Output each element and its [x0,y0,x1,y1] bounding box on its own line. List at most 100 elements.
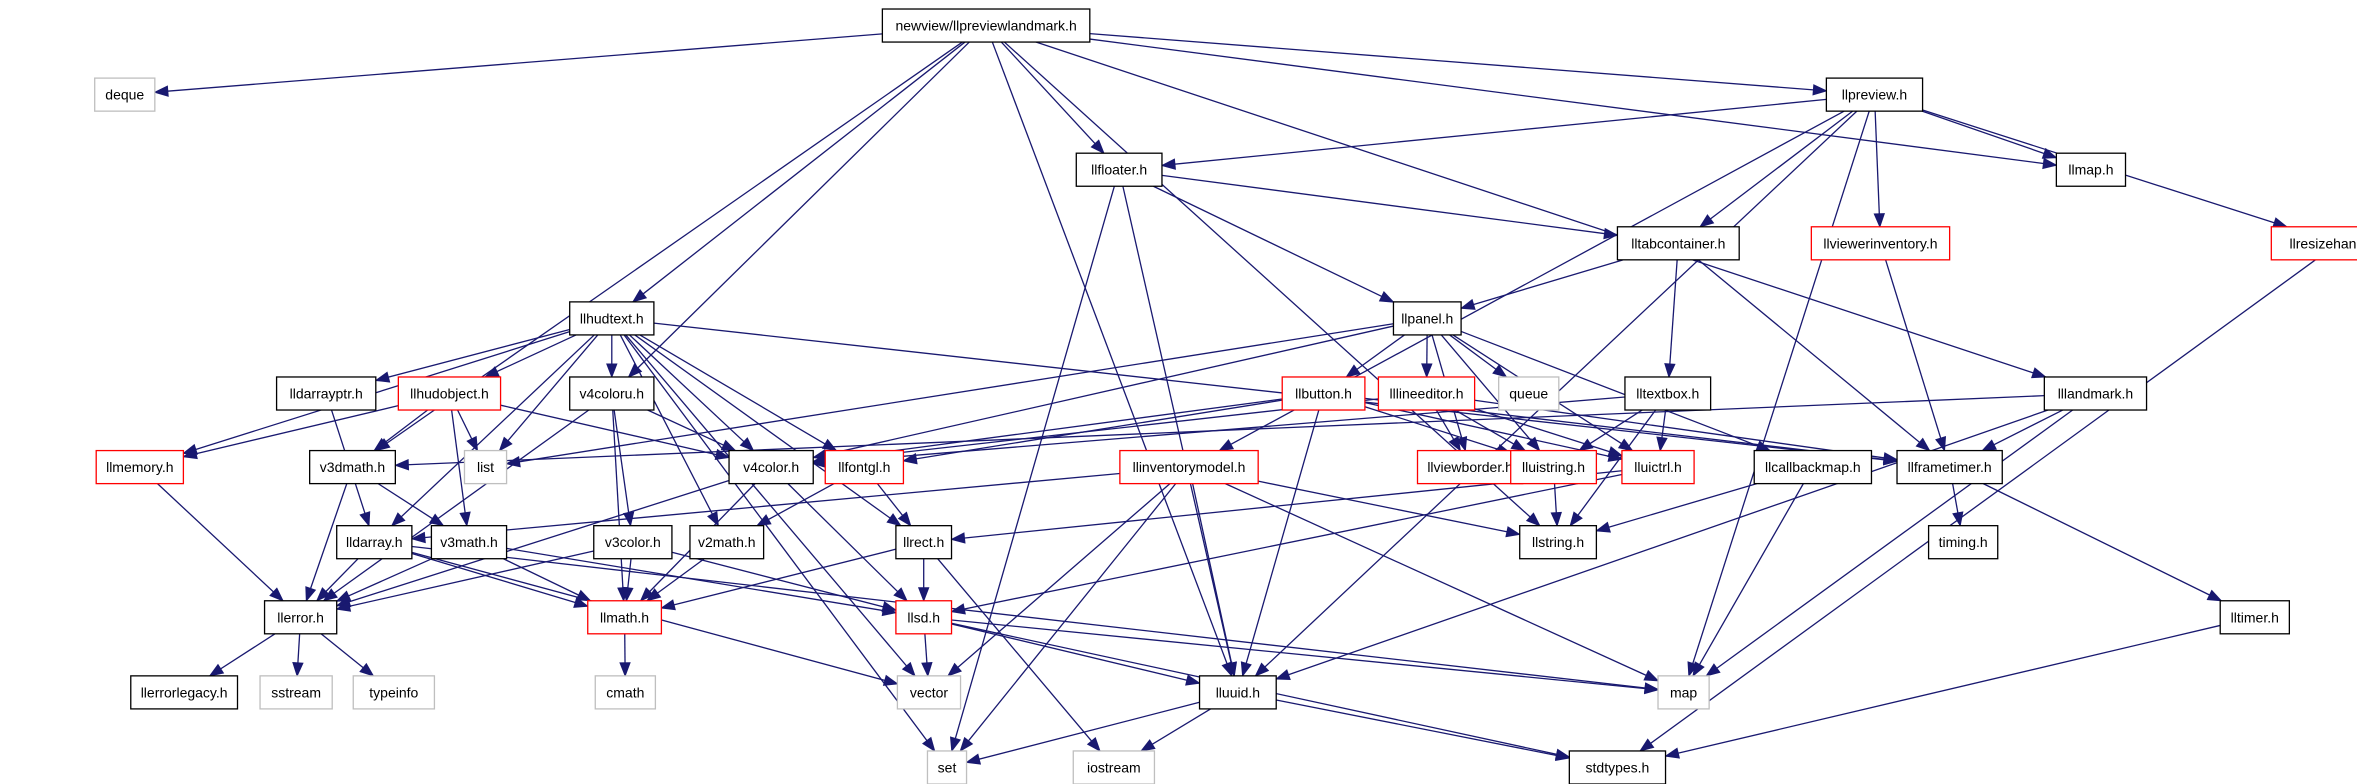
node-box-lltextbox [1624,376,1712,411]
edge-lltabcontainer-to-llframetimer [1697,259,1931,452]
node-label-timing: timing.h [1939,534,1988,550]
edge-llhudtext-to-llfontgl [639,334,837,452]
edge-llrect-to-iostream [937,558,1101,752]
node-box-list [463,449,508,485]
edge-lldarray-to-map [411,545,1659,691]
node-label-lldarray: lldarray.h [346,534,403,550]
edge-llhudtext-to-llrect [634,334,902,527]
node-timing[interactable]: timing.h [1927,525,1999,560]
node-label-llerror: llerror.h [277,609,324,625]
edge-root-to-lluuid [991,41,1233,677]
node-lluictrl[interactable]: lluictrl.h [1621,449,1695,485]
node-v3dmath[interactable]: v3dmath.h [309,449,396,485]
node-root[interactable]: newview/llpreviewlandmark.h [881,8,1091,43]
edge-arrowhead-llpanel-to-lllineeditor [1421,363,1433,379]
edge-lltabcontainer-to-llpanel [1460,259,1624,309]
edge-arrowhead-lltimer-to-stdtypes [1664,747,1680,759]
node-llhudtext[interactable]: llhudtext.h [569,301,655,336]
node-stdtypes[interactable]: stdtypes.h [1568,750,1667,784]
edge-llfloater-to-llpanel [1153,185,1394,303]
node-llcallbackmap[interactable]: llcallbackmap.h [1753,449,1873,485]
edge-arrowhead-llhudtext-to-lldarrayptr [374,371,391,383]
edge-arrowhead-llinventorymodel-to-llstring [1505,526,1522,538]
edge-lllineeditor-to-lluictrl [1474,408,1623,457]
node-llerrorlegacy[interactable]: llerrorlegacy.h [130,675,239,710]
node-lltextbox[interactable]: lltextbox.h [1624,376,1712,411]
edge-root-to-lllandmark [1035,41,2046,378]
node-llbutton[interactable]: llbutton.h [1281,376,1366,411]
node-v4color[interactable]: v4color.h [728,449,814,485]
node-v3math[interactable]: v3math.h [430,525,508,560]
edge-v4coloru-to-llerror [323,409,590,602]
edge-llinventorymodel-to-llstring [1258,480,1520,536]
node-llviewerinventory[interactable]: llviewerinventory.h [1810,226,1951,261]
edge-v4color-to-llsd [787,483,908,602]
edge-arrowhead-lllineeditor-to-lluictrl [1607,446,1624,457]
node-lltabcontainer[interactable]: lltabcontainer.h [1616,226,1740,261]
node-label-llframetimer: llframetimer.h [1908,459,1992,475]
node-llmath[interactable]: llmath.h [587,600,663,635]
node-lltimer[interactable]: lltimer.h [2219,600,2291,635]
edge-arrowhead-lluuid-to-stdtypes [1554,749,1571,761]
node-llinventorymodel[interactable]: llinventorymodel.h [1119,449,1259,485]
edge-arrowhead-llinventorymodel-to-lldarray [410,531,426,544]
node-llerror[interactable]: llerror.h [263,600,338,635]
edge-arrowhead-lllineeditor-to-llframetimer [1882,452,1899,464]
node-box-llerrorlegacy [130,675,239,710]
edge-llhudtext-to-llframetimer [653,322,1898,462]
edge-root-to-llmap [1089,38,2057,166]
node-lluistring[interactable]: lluistring.h [1510,449,1598,485]
node-llframetimer[interactable]: llframetimer.h [1896,449,2003,485]
edge-arrowhead-llcallbackmap-to-map [1692,661,1705,678]
node-llmap[interactable]: llmap.h [2055,152,2127,187]
node-list: list [463,449,508,485]
edge-lllandmark-to-llframetimer [1982,409,2064,452]
edge-arrowhead-root-to-lllandmark [2031,367,2047,379]
node-llresizehandle[interactable]: llresizehandle.h [2270,226,2357,261]
node-label-set: set [938,759,957,775]
edge-root-to-llstring [1003,41,1541,527]
node-v2math[interactable]: v2math.h [689,525,765,560]
node-lluuid[interactable]: lluuid.h [1198,675,1277,710]
node-lllineeditor[interactable]: lllineeditor.h [1377,376,1476,411]
node-label-llrect: llrect.h [903,534,944,550]
node-lllandmark[interactable]: lllandmark.h [2043,376,2148,411]
node-lldarrayptr[interactable]: lldarrayptr.h [275,376,377,411]
edge-arrowhead-v3math-to-llerror [335,590,352,602]
node-v4coloru[interactable]: v4coloru.h [569,376,655,411]
node-box-llmemory [95,449,185,485]
node-llmemory[interactable]: llmemory.h [95,449,185,485]
node-lldarray[interactable]: lldarray.h [336,525,413,560]
edge-arrowhead-llpanel-to-lluictrl [1617,438,1634,452]
edge-arrowhead-llhudtext-to-set [922,736,936,753]
node-box-lluictrl [1621,449,1695,485]
edge-arrowhead-root-to-llmap [2042,157,2058,170]
edge-v4coloru-to-llmath [612,409,625,601]
node-llpreview[interactable]: llpreview.h [1825,77,1924,112]
node-v3color[interactable]: v3color.h [593,525,673,560]
node-llfontgl[interactable]: llfontgl.h [824,449,905,485]
node-llrect[interactable]: llrect.h [895,525,953,560]
node-llfloater[interactable]: llfloater.h [1075,152,1163,187]
node-box-set [926,750,968,784]
edge-llhudtext-to-v4color [629,334,754,452]
edge-arrowhead-llhudtext-to-list [498,436,513,452]
node-box-llbutton [1281,376,1366,411]
node-queue: queue [1498,376,1560,411]
node-llviewborder[interactable]: llviewborder.h [1416,449,1524,485]
node-box-llinventorymodel [1119,449,1259,485]
edge-llhudtext-to-lldarrayptr [375,328,570,382]
node-label-llcallbackmap: llcallbackmap.h [1765,459,1861,475]
edge-arrowhead-llinventorymodel-to-set [959,736,974,753]
node-llpanel[interactable]: llpanel.h [1392,301,1462,336]
node-llsd[interactable]: llsd.h [895,600,953,635]
edge-arrowhead-llfloater-to-llpanel [1378,291,1395,303]
node-label-map: map [1670,684,1697,700]
node-llhudobject[interactable]: llhudobject.h [397,376,502,411]
edge-llrect-to-llmath [661,548,897,609]
node-llstring[interactable]: llstring.h [1519,525,1598,560]
edge-llfontgl-to-v2math [756,483,835,527]
node-box-lllineeditor [1377,376,1476,411]
edge-llcallbackmap-to-llstring [1596,482,1757,532]
edge-arrowhead-llhudobject-to-llmemory [182,448,198,460]
